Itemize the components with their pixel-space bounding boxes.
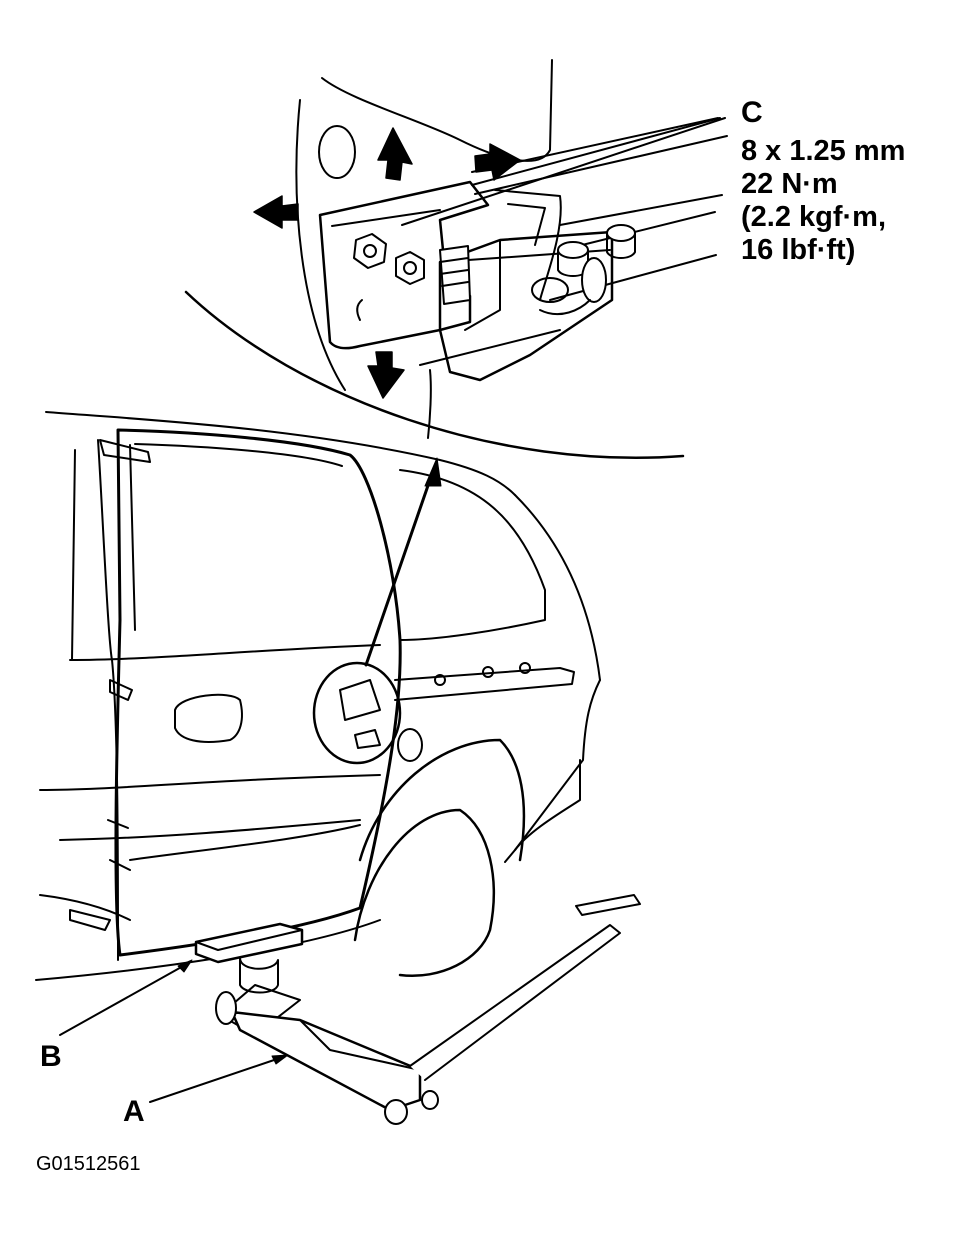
jack-handle-grip [576,895,640,915]
pointer-arrowhead [425,458,441,486]
bolt-icon [396,252,424,284]
torque-spec-line-4: 16 lbf·ft) [741,234,856,266]
wheel-arch [360,740,524,860]
detail-pointer [366,474,432,665]
carriage-pin [532,278,568,302]
callout-c-label: C [741,96,763,129]
arrow-up-icon [378,128,412,180]
roof-line [46,412,515,495]
torque-spec-line-1: 8 x 1.25 mm [741,135,906,167]
leader-b [60,965,185,1035]
leader-a [150,1058,280,1102]
sliding-door [116,430,400,955]
roller-icon [607,225,635,258]
arrow-down-icon [368,352,404,398]
upper-rail [420,118,727,365]
arrow-left-icon [254,196,298,228]
leader-c-2 [402,118,725,225]
body-panel-outline [322,60,552,161]
bolt-icon [354,234,386,268]
jack-rear-wheel [385,1100,407,1124]
floor-jack [196,895,640,1124]
callout-a-label: A [123,1095,145,1128]
spring-mount [440,246,470,304]
detail-inset [186,60,727,458]
rear-tire [355,810,494,976]
panel-hole [319,126,355,178]
jack-front-wheel [216,992,236,1024]
side-molding [395,668,574,700]
fuel-door [398,729,422,761]
door-handle [175,695,242,742]
callout-b-label: B [40,1040,62,1073]
detail-locator-circle [314,663,400,763]
hinge-bracket [320,182,488,348]
rear-window [400,470,545,640]
detail-boundary-arc [186,292,683,458]
torque-spec-line-2: 22 N·m [741,168,838,200]
figure-code: G01512561 [36,1153,141,1175]
torque-spec-line-3: (2.2 kgf·m, [741,201,887,233]
van-body [36,412,600,980]
leader-c-1 [472,118,720,185]
jack-chassis [232,1012,420,1110]
jack-handle [410,925,620,1080]
carriage-wheel [582,258,606,302]
